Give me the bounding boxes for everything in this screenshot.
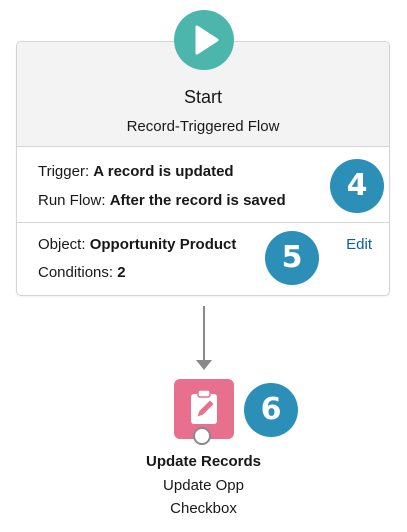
start-element-card[interactable]: Start Record-Triggered Flow Trigger: A r… bbox=[16, 41, 390, 296]
run-flow-row: Run Flow: After the record is saved bbox=[38, 192, 286, 209]
element-name-line1: Update Opp bbox=[163, 477, 244, 494]
conditions-row: Conditions: 2 bbox=[38, 264, 126, 281]
conditions-label: Conditions: bbox=[38, 264, 114, 281]
clipboard-edit-icon bbox=[191, 389, 217, 424]
element-connector-dot[interactable] bbox=[193, 427, 211, 445]
flow-type-label: Record-Triggered Flow bbox=[126, 118, 280, 135]
connector-line[interactable] bbox=[203, 306, 205, 362]
trigger-section: Trigger: A record is updated Run Flow: A… bbox=[17, 147, 389, 223]
conditions-value: 2 bbox=[117, 264, 126, 281]
step-badge-6: 6 bbox=[244, 383, 298, 437]
object-label: Object: bbox=[38, 236, 86, 253]
run-flow-value: After the record is saved bbox=[109, 192, 286, 209]
object-value: Opportunity Product bbox=[89, 236, 237, 253]
element-name-line2: Checkbox bbox=[170, 500, 237, 517]
start-play-icon[interactable] bbox=[174, 10, 234, 70]
edit-link[interactable]: Edit bbox=[346, 236, 372, 253]
object-row: Object: Opportunity Product bbox=[38, 236, 236, 253]
connector-arrow-icon bbox=[196, 360, 212, 370]
step-badge-4: 4 bbox=[330, 159, 384, 213]
element-type-label: Update Records bbox=[145, 453, 262, 470]
trigger-label: Trigger: bbox=[38, 163, 90, 180]
step-badge-5: 5 bbox=[265, 231, 319, 285]
run-flow-label: Run Flow: bbox=[38, 192, 106, 209]
play-icon bbox=[195, 25, 219, 55]
trigger-row: Trigger: A record is updated bbox=[38, 163, 234, 180]
start-title: Start bbox=[183, 87, 222, 107]
trigger-value: A record is updated bbox=[93, 163, 234, 180]
